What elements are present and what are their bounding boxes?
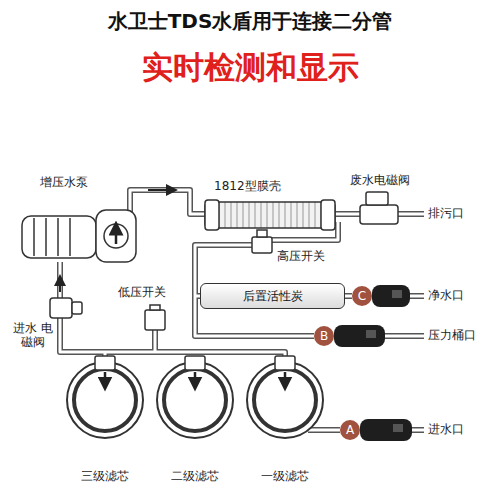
pipe-connector	[345, 296, 352, 297]
carbon-filter: 后置活性炭	[200, 283, 345, 309]
subtitle: 实时检测和显示	[0, 50, 500, 86]
part-label: 高压开关	[277, 250, 325, 264]
booster-pump	[22, 210, 136, 262]
high-pressure-switch	[252, 230, 272, 253]
tds-monitors	[334, 285, 412, 441]
part-label: 增压水泵	[40, 176, 88, 190]
inlet-solenoid-valve	[50, 280, 82, 318]
callout-circle: A	[340, 420, 360, 440]
node-text: 后置活性炭	[243, 288, 303, 305]
node-text: C	[358, 289, 366, 303]
port-label: 进水口	[428, 423, 464, 437]
part-label: 1812型膜壳	[214, 180, 281, 194]
part-label: 进水 电磁阀	[12, 322, 54, 350]
part-label: 低压开关	[118, 286, 166, 300]
flow-arrow	[148, 189, 172, 191]
low-pressure-switch	[145, 305, 165, 330]
filter-housings	[67, 356, 323, 438]
port-label: 压力桶口	[428, 329, 476, 343]
node-text: B	[320, 329, 328, 343]
node-text: A	[346, 423, 354, 437]
callout-circle: B	[314, 326, 334, 346]
part-label: 二级滤芯	[171, 470, 219, 484]
part-label: 废水电磁阀	[350, 174, 410, 188]
waste-solenoid-valve	[360, 192, 398, 224]
port-label: 排污口	[428, 207, 464, 221]
part-label: 三级滤芯	[81, 470, 129, 484]
part-label: 一级滤芯	[261, 470, 309, 484]
port-label: 净水口	[428, 289, 464, 303]
membrane-housing	[205, 200, 335, 230]
callout-circle: C	[352, 286, 372, 306]
title: 水卫士TDS水盾用于连接二分管	[0, 10, 500, 33]
